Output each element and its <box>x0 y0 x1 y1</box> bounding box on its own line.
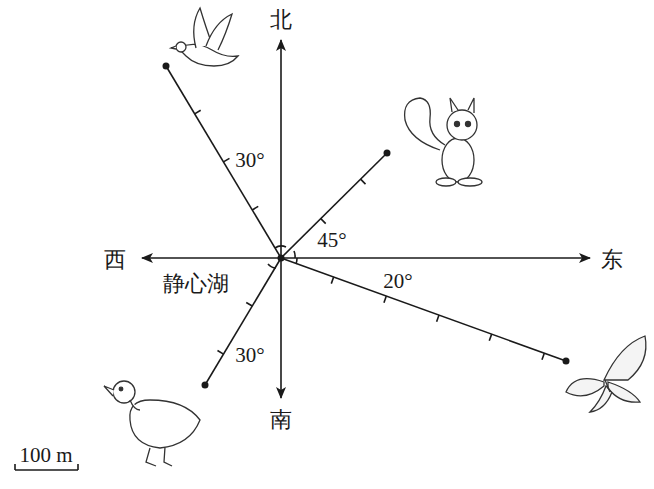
scale-tick <box>195 110 201 114</box>
angle-arc <box>268 264 276 268</box>
angle-label: 45° <box>317 230 346 251</box>
scale-tick <box>437 315 439 322</box>
end-dot <box>563 358 570 365</box>
angle-arc <box>275 246 286 248</box>
squirrel-picture <box>405 98 482 186</box>
direction-label: 北 <box>270 9 292 31</box>
direction-ray <box>166 66 281 258</box>
scale-tick <box>321 219 326 224</box>
scale-tick <box>361 179 366 184</box>
angle-arc <box>294 251 295 258</box>
scale-bar <box>15 469 78 471</box>
east-axis <box>281 257 590 259</box>
west-axis <box>142 257 281 259</box>
direction-label: 西 <box>104 249 126 271</box>
duck-picture <box>104 381 200 466</box>
direction-label: 东 <box>601 249 623 271</box>
scale-tick <box>252 206 258 210</box>
place-label: 静心湖 <box>163 273 229 295</box>
angle-label: 30° <box>235 150 264 171</box>
scale-tick <box>384 296 386 303</box>
north-axis <box>280 40 282 258</box>
butterfly-picture <box>566 336 646 412</box>
scale-label: 100 m <box>19 445 72 466</box>
scale-tick <box>542 353 544 360</box>
scale-tick <box>223 158 229 162</box>
scale-tick <box>217 351 223 355</box>
dove-picture <box>171 8 238 66</box>
scale-tick <box>246 302 252 306</box>
center-dot <box>278 255 285 262</box>
south-axis <box>280 258 282 398</box>
scale-tick <box>489 334 491 341</box>
end-dot <box>163 63 170 70</box>
scale-bar <box>14 464 16 470</box>
angle-label: 30° <box>235 345 264 366</box>
scale-tick <box>331 277 333 284</box>
scale-bar <box>77 464 79 470</box>
direction-label: 南 <box>270 409 292 431</box>
end-dot <box>384 150 391 157</box>
direction-ray <box>281 153 387 258</box>
direction-ray <box>281 258 566 361</box>
end-dot <box>202 382 209 389</box>
angle-label: 20° <box>383 271 412 292</box>
angle-arc <box>296 258 297 264</box>
